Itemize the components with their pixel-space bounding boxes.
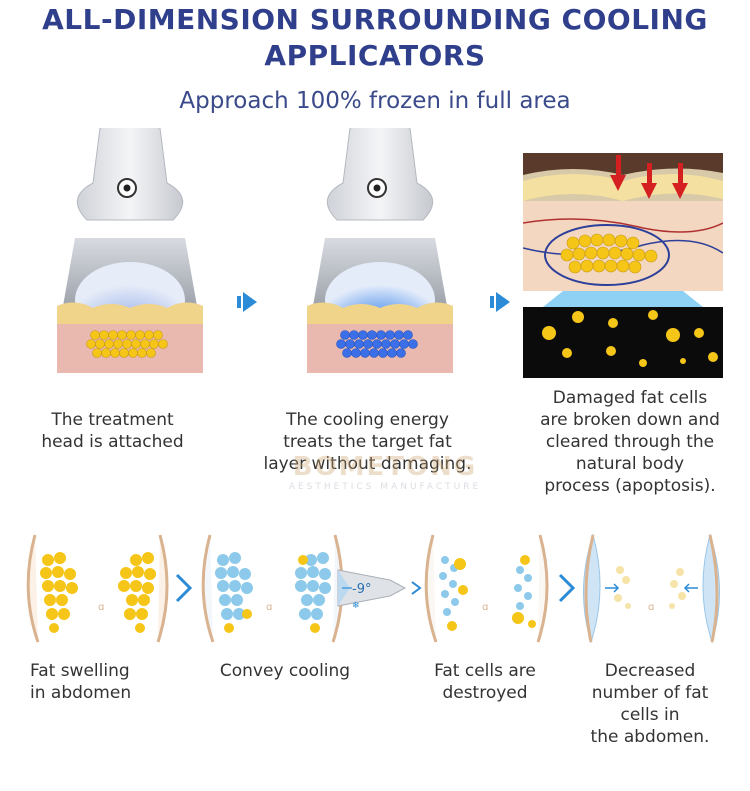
- brand-watermark: BOMETONG AESTHETICS MANUFACTURE: [255, 452, 515, 492]
- caption-line: Convey cooling: [219, 661, 351, 681]
- process-caption-destroyed: Fat cells are destroyed: [410, 660, 560, 704]
- caption-line: Damaged fat cells: [552, 388, 708, 408]
- caption-line: cleared through the: [545, 432, 715, 452]
- page-title-line2: APPLICATORS: [264, 39, 486, 72]
- process-caption-swelling: Fat swelling in abdomen: [30, 660, 180, 704]
- caption-line: The treatment: [51, 410, 174, 430]
- process-caption-cooling: Convey cooling: [190, 660, 380, 682]
- caption-line: are broken down and: [540, 410, 720, 430]
- svg-text:ɑ: ɑ: [648, 602, 654, 613]
- caption-line: the abdomen.: [590, 727, 710, 747]
- caption-line: head is attached: [41, 432, 184, 452]
- caption-line: Fat swelling: [30, 661, 130, 681]
- caption-line: treats the target fat: [283, 432, 452, 452]
- step-caption-cooling: The cooling energy treats the target fat…: [240, 409, 495, 475]
- caption-line: Decreased: [604, 661, 696, 681]
- svg-text:ɑ: ɑ: [266, 602, 272, 613]
- process-caption-decreased: Decreased number of fat cells in the abd…: [565, 660, 735, 748]
- applicator-attached-illustration: [57, 128, 203, 373]
- caption-line: The cooling energy: [286, 410, 449, 430]
- caption-line: natural body: [575, 454, 685, 474]
- caption-line: cells in: [620, 705, 680, 725]
- caption-line: destroyed: [442, 683, 528, 703]
- fat-breakdown-illustration: [523, 153, 723, 378]
- svg-text:ɑ: ɑ: [482, 602, 488, 613]
- step-caption-attached: The treatment head is attached: [20, 409, 205, 453]
- watermark-tagline: AESTHETICS MANUFACTURE: [288, 482, 482, 492]
- caption-line: in abdomen: [30, 683, 132, 703]
- applicator-cooling-illustration: [307, 128, 453, 373]
- temperature-label: -9°: [352, 582, 371, 597]
- page-subtitle: Approach 100% frozen in full area: [179, 88, 571, 114]
- caption-line: number of fat: [591, 683, 709, 703]
- fat-reduction-process-strip: ɑ ɑ -9° ❄ ɑ ɑ: [26, 533, 721, 644]
- svg-text:ɑ: ɑ: [98, 602, 104, 613]
- caption-line: Fat cells are: [434, 661, 536, 681]
- step-arrow-icon: [490, 292, 510, 312]
- caption-line: layer without damaging.: [263, 454, 472, 474]
- caption-line: process (apoptosis).: [544, 476, 716, 496]
- step-arrow-icon: [237, 292, 257, 312]
- step-caption-apoptosis: Damaged fat cells are broken down and cl…: [515, 387, 745, 497]
- watermark-brand: BOMETONG: [292, 452, 478, 482]
- page-title-line1: ALL-DIMENSION SURROUNDING COOLING: [42, 3, 708, 36]
- svg-text:❄: ❄: [352, 601, 360, 611]
